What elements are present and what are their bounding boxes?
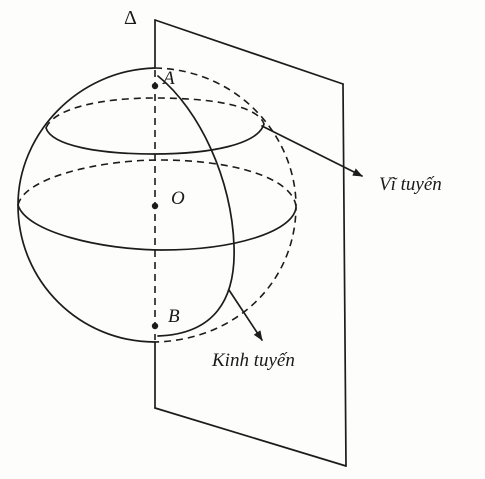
plane-right-edge: [342, 83, 347, 467]
point-o-dot: [151, 202, 159, 210]
plane-bottom-edge: [154, 407, 347, 467]
parallel-label: Vĩ tuyến: [379, 174, 442, 195]
plane-top-edge: [154, 19, 344, 85]
point-a-dot: [151, 82, 159, 90]
sphere-front-outline: [17, 67, 156, 343]
meridian-label: Kinh tuyến: [211, 350, 295, 371]
parallel-front: [45, 123, 265, 155]
parallel-back: [45, 97, 265, 129]
point-o-label: O: [171, 188, 185, 209]
parallel-arrow: [261, 125, 363, 177]
axis-label: Δ: [124, 7, 137, 29]
meridian-front: [157, 75, 235, 337]
equator-front: [17, 204, 297, 251]
point-a-label: A: [161, 68, 175, 89]
point-b-label: B: [168, 306, 180, 327]
meridian-arrow: [228, 289, 263, 341]
equator-back: [17, 159, 297, 207]
point-b-dot: [151, 322, 159, 330]
